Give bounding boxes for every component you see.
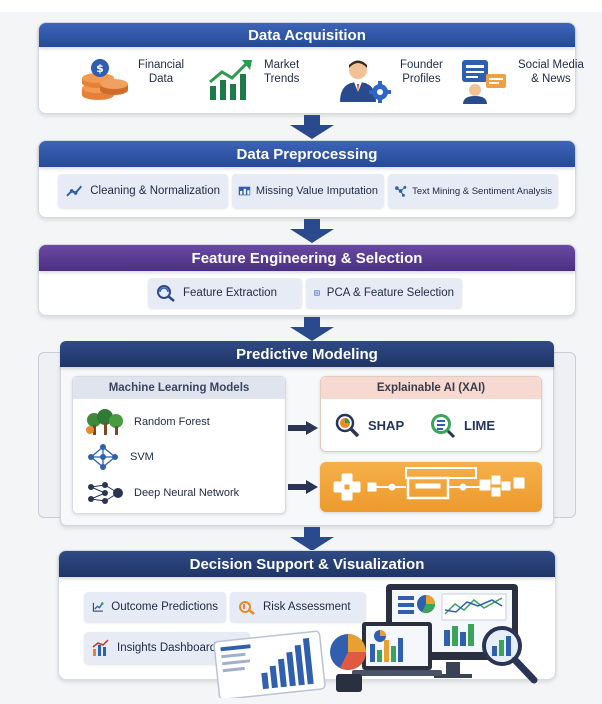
acquisition-item-social: Social Media & News: [460, 58, 584, 104]
xai-box: Explainable AI (XAI): [320, 376, 542, 452]
coins-icon: $: [82, 59, 128, 100]
network-icon: [88, 444, 118, 470]
xai-item-lime: LIME: [428, 412, 495, 438]
decision-support-header: Decision Support & Visualization: [59, 551, 555, 577]
feature-chip-pca: PCA & Feature Selection: [306, 278, 462, 308]
predictive-modeling-header: Predictive Modeling: [60, 341, 554, 367]
pipeline-flow-icon: [333, 467, 525, 501]
trend-icon: [92, 602, 104, 612]
pipeline-diagram: [320, 462, 542, 512]
magnify-cycle-icon: [157, 285, 175, 302]
bar-chart-icon: [209, 60, 252, 100]
preprocessing-chip-missing: Missing Value Imputation: [232, 174, 384, 208]
preprocessing-chip-text-mining: Text Mining & Sentiment Analysis: [388, 174, 558, 208]
ml-models-header: Machine Learning Models: [73, 377, 285, 399]
feature-engineering-title: Feature Engineering & Selection: [191, 249, 423, 267]
acquisition-item-market: Market Trends: [208, 58, 299, 102]
preprocessing-label-cleaning: Cleaning & Normalization: [90, 185, 220, 197]
risk-icon: [239, 601, 255, 615]
acquisition-label-social: Social Media & News: [518, 59, 584, 85]
model-label-svm: SVM: [130, 451, 154, 463]
person-gear-icon: [340, 60, 391, 103]
top-strip: [0, 0, 602, 12]
preprocessing-label-text-mining: Text Mining & Sentiment Analysis: [412, 185, 552, 197]
flow-arrow-4: [290, 527, 334, 551]
acquisition-item-financial: $ Financial Data: [80, 58, 184, 102]
acquisition-label-founder: Founder Profiles: [400, 59, 443, 85]
arrow-to-pipeline: [288, 480, 320, 494]
preprocessing-label-missing: Missing Value Imputation: [255, 185, 378, 197]
acquisition-item-founder: Founder Profiles: [336, 58, 443, 104]
flow-arrow-3: [290, 317, 334, 341]
magnifier-icon: [335, 413, 360, 438]
data-acquisition-title: Data Acquisition: [248, 26, 366, 44]
grid-icon: [314, 290, 320, 296]
decision-label-risk: Risk Assessment: [263, 601, 351, 613]
decision-label-outcome: Outcome Predictions: [111, 601, 218, 613]
data-preprocessing-title: Data Preprocessing: [236, 145, 378, 163]
decision-label-dashboard: Insights Dashboard: [117, 642, 217, 654]
network-icon: [395, 185, 407, 197]
xai-item-shap: SHAP: [334, 412, 404, 438]
arrow-to-xai: [288, 421, 320, 435]
acquisition-label-market: Market Trends: [264, 59, 300, 85]
flow-arrow-2: [290, 219, 334, 243]
decision-chip-outcome: Outcome Predictions: [84, 592, 226, 622]
dashboard-icon: [92, 639, 109, 656]
line-chart-icon: [66, 185, 83, 197]
model-label-random-forest: Random Forest: [134, 416, 210, 428]
feature-label-pca: PCA & Feature Selection: [326, 287, 454, 299]
lime-icon: [431, 414, 456, 438]
feature-label-extraction: Feature Extraction: [183, 287, 277, 299]
decision-support-title: Decision Support & Visualization: [189, 555, 425, 573]
model-row-svm: SVM: [86, 444, 154, 470]
xai-header: Explainable AI (XAI): [321, 377, 541, 399]
neural-net-icon: [88, 482, 123, 504]
data-acquisition-header: Data Acquisition: [39, 23, 575, 47]
preprocessing-chip-cleaning: Cleaning & Normalization: [58, 174, 228, 208]
model-label-dnn: Deep Neural Network: [134, 487, 240, 499]
ml-models-box: Machine Learning Models: [72, 376, 286, 514]
ml-models-title: Machine Learning Models: [108, 382, 250, 394]
feature-engineering-header: Feature Engineering & Selection: [39, 245, 575, 271]
table-chart-icon: [238, 186, 251, 196]
model-row-dnn: Deep Neural Network: [86, 481, 239, 505]
predictive-modeling-title: Predictive Modeling: [236, 345, 378, 363]
acquisition-label-financial: Financial Data: [138, 59, 185, 85]
xai-label-shap: SHAP: [368, 417, 405, 433]
dashboard-illustration: [213, 584, 538, 698]
feature-chip-extraction: Feature Extraction: [148, 278, 302, 308]
tree-icon: [86, 409, 123, 435]
svg-text:$: $: [96, 62, 104, 75]
xai-label-lime: LIME: [464, 417, 496, 433]
data-preprocessing-header: Data Preprocessing: [39, 141, 575, 167]
flow-arrow-1: [290, 115, 334, 139]
xai-title: Explainable AI (XAI): [376, 382, 486, 394]
model-row-random-forest: Random Forest: [86, 408, 210, 436]
decision-chip-risk: Risk Assessment: [230, 592, 366, 622]
news-icon: [462, 60, 506, 104]
